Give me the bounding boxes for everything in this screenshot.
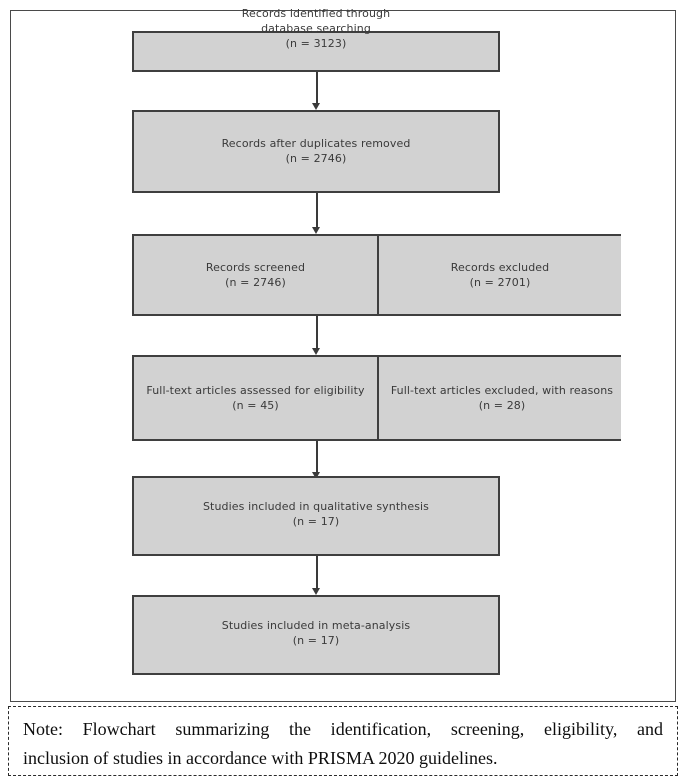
arrow-qualitative-to-meta (311, 556, 322, 595)
node-duplicates-removed-box (132, 110, 500, 193)
row-screening-divider (377, 234, 379, 316)
node-meta-analysis-box (132, 595, 500, 675)
node-fulltext-excluded-box (379, 355, 621, 441)
figure-note-box: Note: Flowchart summarizing the identifi… (8, 706, 678, 776)
row-eligibility-divider (377, 355, 379, 441)
figure-note-text: Note: Flowchart summarizing the identifi… (23, 715, 663, 773)
prisma-flowchart: Records identified through database sear… (132, 7, 621, 675)
arrow-identification-to-duplicates (311, 72, 322, 110)
node-records-screened-box (132, 234, 379, 316)
node-identification-line-1: Records identified through (241, 7, 391, 20)
node-identification-box (132, 31, 500, 72)
arrow-duplicates-to-screened (311, 193, 322, 234)
node-qualitative-synthesis-box (132, 476, 500, 556)
node-fulltext-assessed-box (132, 355, 379, 441)
figure-note-line-2: inclusion of studies in accordance with … (23, 748, 498, 768)
arrow-fulltext-to-qualitative (311, 441, 322, 479)
figure-note-line-1: Note: Flowchart summarizing the identifi… (23, 719, 663, 739)
node-records-excluded-box (379, 234, 621, 316)
arrow-screened-to-fulltext (311, 316, 322, 355)
